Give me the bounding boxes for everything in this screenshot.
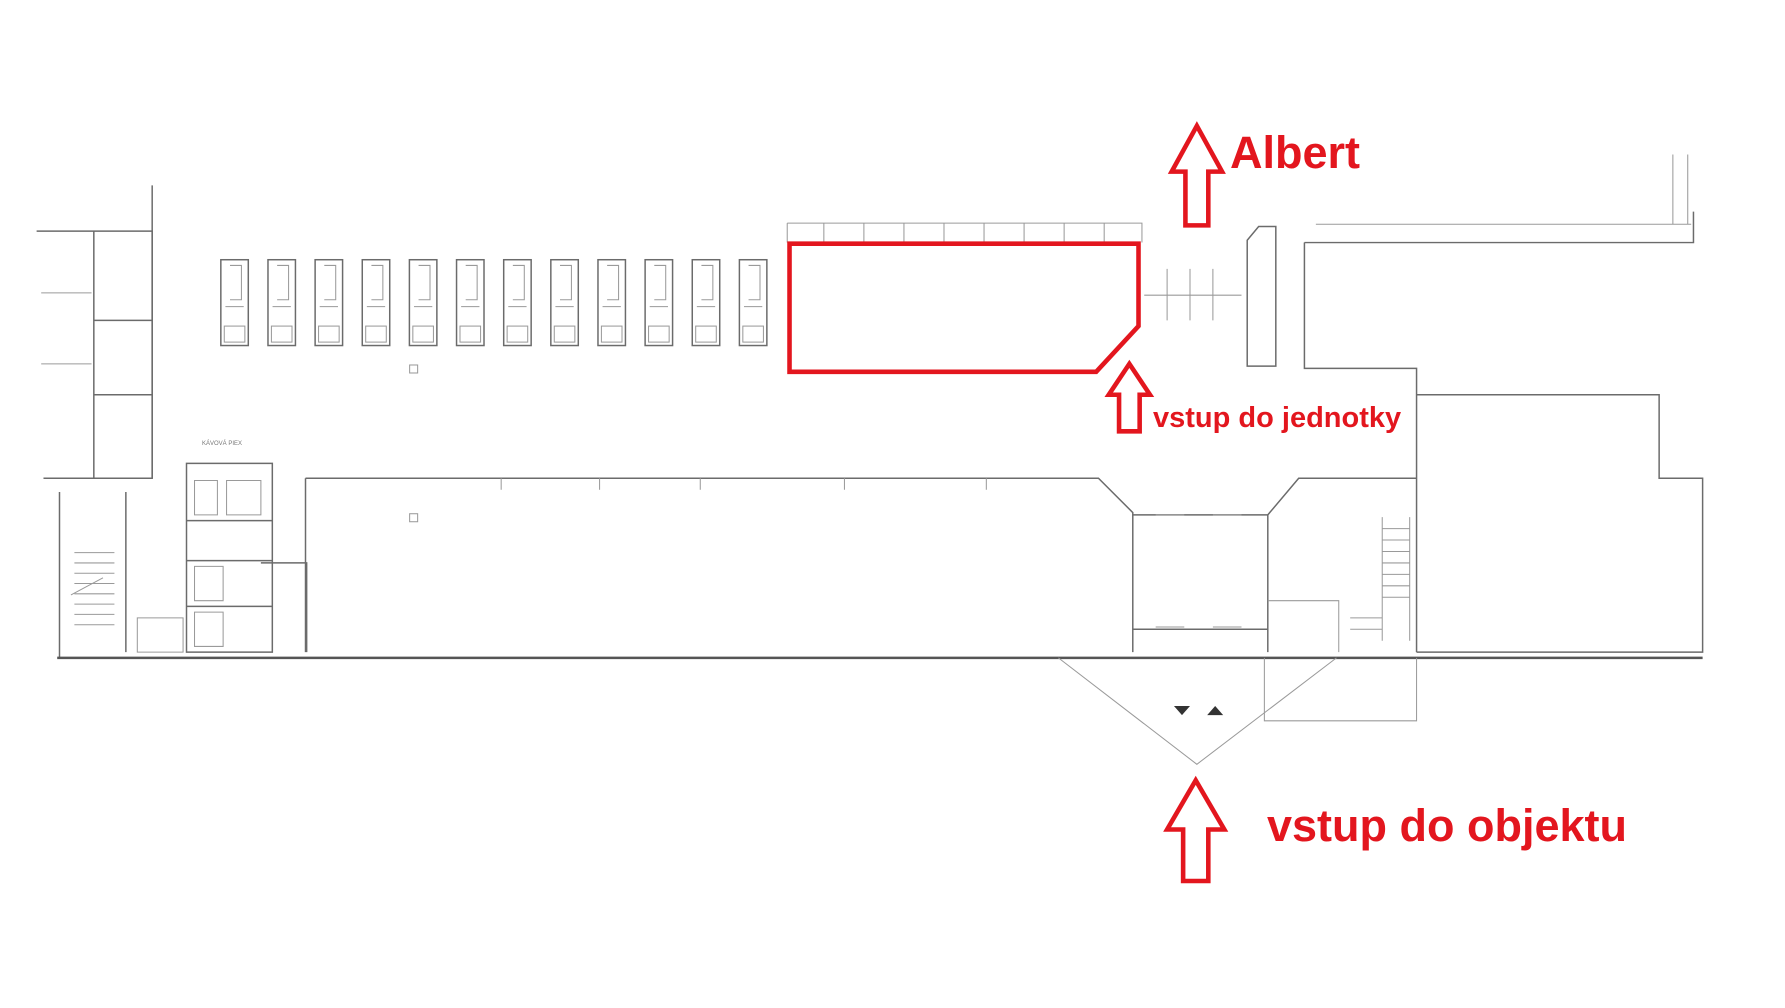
- albert-direction-arrow-icon: [1167, 121, 1226, 228]
- parking-space: [220, 258, 250, 347]
- building-entrance-label: vstup do objektu: [1267, 800, 1627, 851]
- up-arrow-marker: [1207, 705, 1224, 716]
- parking-space: [550, 258, 580, 347]
- parking-space: [361, 258, 391, 347]
- parking-spaces: [220, 258, 768, 347]
- parking-space: [738, 258, 768, 347]
- parking-space: [455, 258, 485, 347]
- parking-space: [691, 258, 721, 347]
- parking-space: [314, 258, 344, 347]
- albert-label: Albert: [1230, 127, 1361, 178]
- building-walls: [36, 154, 1704, 765]
- unit-entrance-arrow-icon: [1104, 359, 1155, 434]
- highlighted-unit-outline: [787, 241, 1141, 375]
- parking-space: [644, 258, 674, 347]
- parking-space: [597, 258, 627, 347]
- down-arrow-marker: [1173, 705, 1190, 716]
- parking-space: [502, 258, 532, 347]
- building-entrance-arrow-icon: [1163, 775, 1229, 884]
- parking-space: [408, 258, 438, 347]
- parking-space: [267, 258, 297, 347]
- room-caption: KÁVOVÁ PIEX: [202, 441, 243, 447]
- unit-entrance-label: vstup do jednotky: [1153, 402, 1402, 434]
